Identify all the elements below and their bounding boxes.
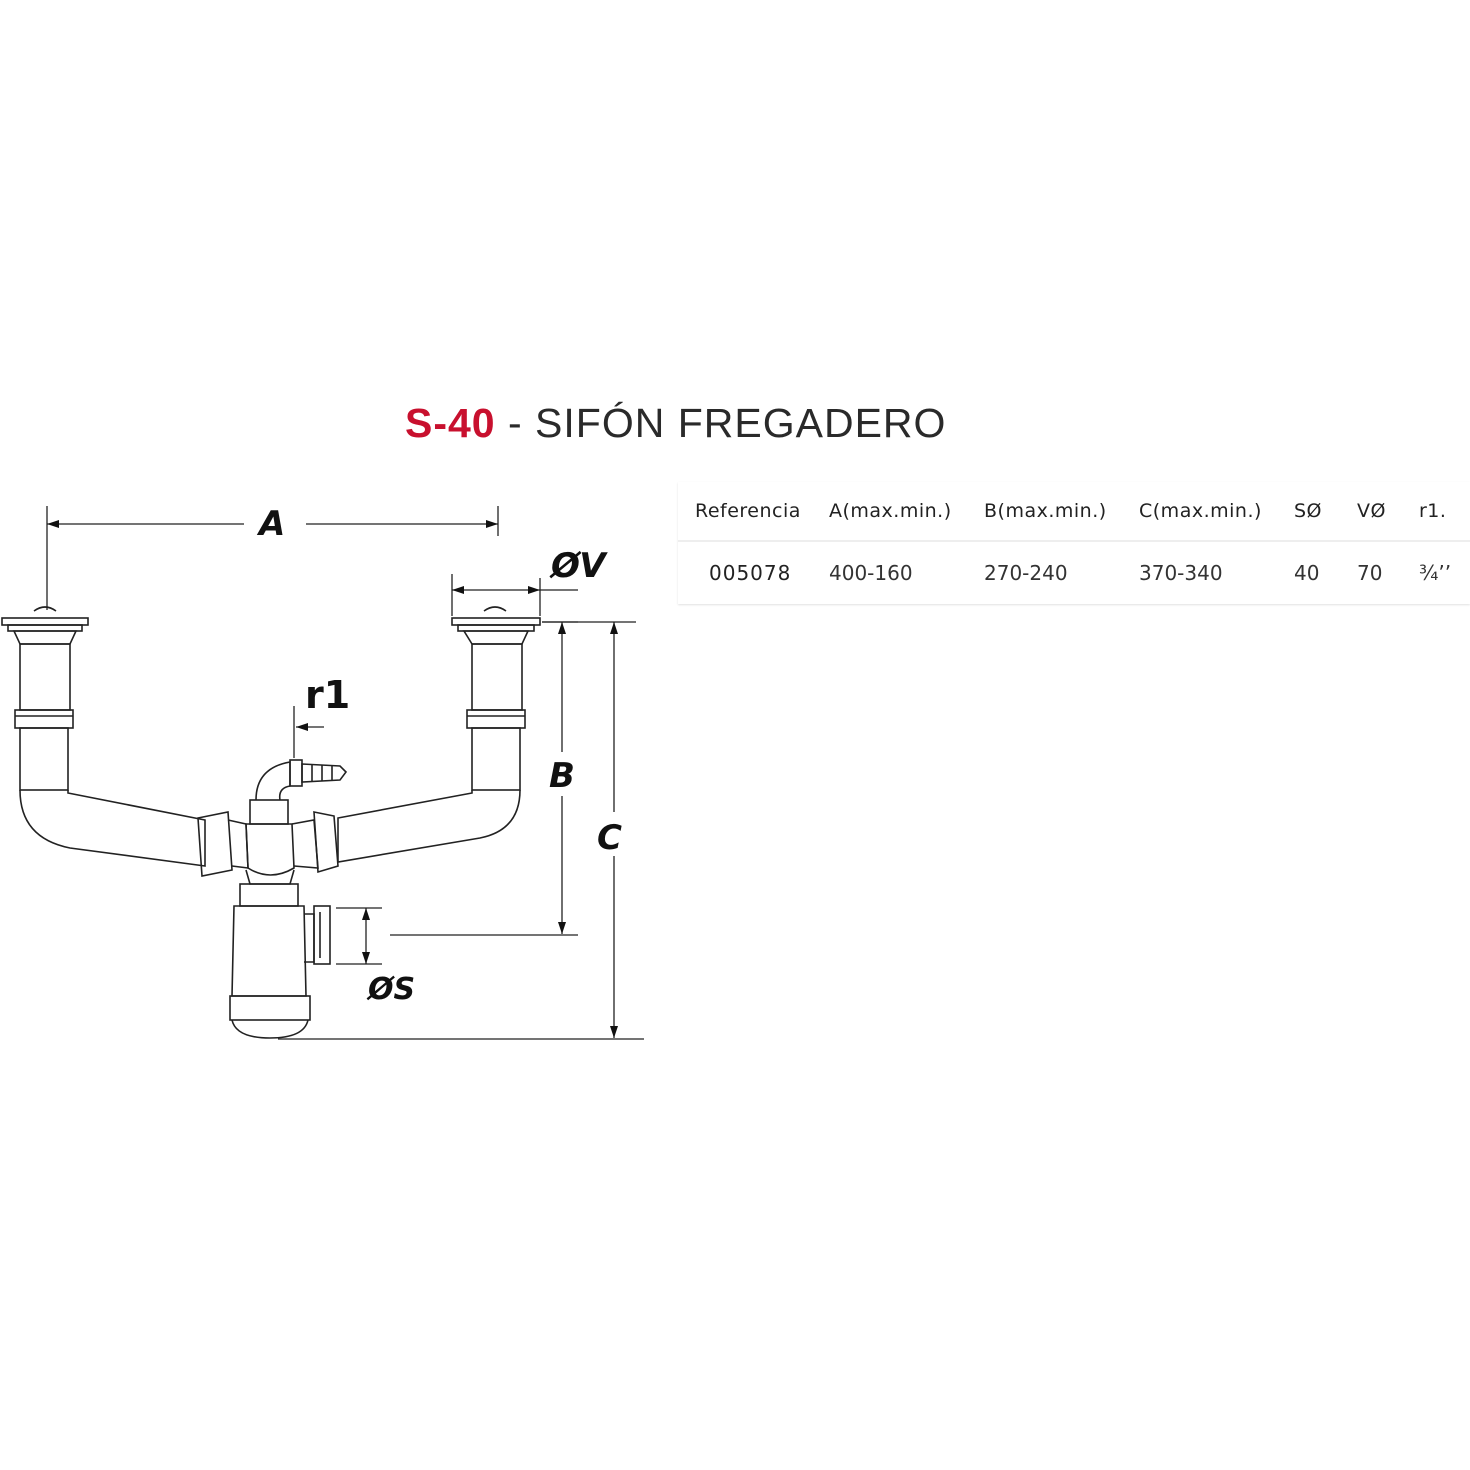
dim-label-a: A — [256, 504, 285, 544]
product-name: SIFÓN FREGADERO — [535, 400, 947, 446]
page-title: S-40 - SIFÓN FREGADERO — [405, 400, 946, 447]
col-header-referencia: Referencia — [678, 482, 829, 542]
right-sink-outlet — [451, 606, 541, 791]
left-drain-arm — [19, 789, 206, 867]
table-header-row: Referencia A(max.min.) B(max.min.) C(max… — [678, 482, 1470, 542]
cell-referencia: 005078 — [709, 561, 792, 585]
cell-r1: ¾’’ — [1419, 561, 1452, 585]
col-header-b: B(max.min.) — [984, 482, 1139, 542]
table-row: 005078 400-160 270-240 370-340 40 70 ¾’’ — [678, 541, 1470, 604]
dishwasher-elbow — [255, 761, 291, 801]
col-header-c: C(max.min.) — [1139, 482, 1294, 542]
col-header-s: SØ — [1294, 482, 1357, 542]
trap-body — [231, 905, 307, 997]
dim-label-v: ØV — [549, 546, 608, 586]
cell-v: 70 — [1357, 561, 1383, 585]
col-header-a: A(max.min.) — [829, 482, 984, 542]
dim-label-b: B — [549, 756, 575, 796]
cell-s: 40 — [1294, 561, 1320, 585]
cell-b: 270-240 — [984, 561, 1068, 585]
cell-a: 400-160 — [829, 561, 913, 585]
product-code: S-40 — [405, 400, 496, 446]
trap-bottom-cap — [231, 1019, 309, 1039]
col-header-r1: r1. — [1419, 482, 1470, 542]
central-tee — [245, 823, 295, 876]
left-arm-nut — [197, 811, 233, 877]
dim-label-c: C — [597, 818, 622, 858]
title-separator: - — [495, 400, 536, 446]
siphon-technical-drawing: A ØV r1 B C ØS — [1, 504, 644, 1040]
dim-label-s: ØS — [366, 972, 415, 1007]
right-drain-arm — [337, 789, 521, 863]
spec-table: Referencia A(max.min.) B(max.min.) C(max… — [678, 482, 1470, 604]
cell-c: 370-340 — [1139, 561, 1223, 585]
dim-label-r1: r1 — [305, 673, 350, 717]
left-sink-outlet — [1, 606, 89, 791]
col-header-v: VØ — [1357, 482, 1419, 542]
